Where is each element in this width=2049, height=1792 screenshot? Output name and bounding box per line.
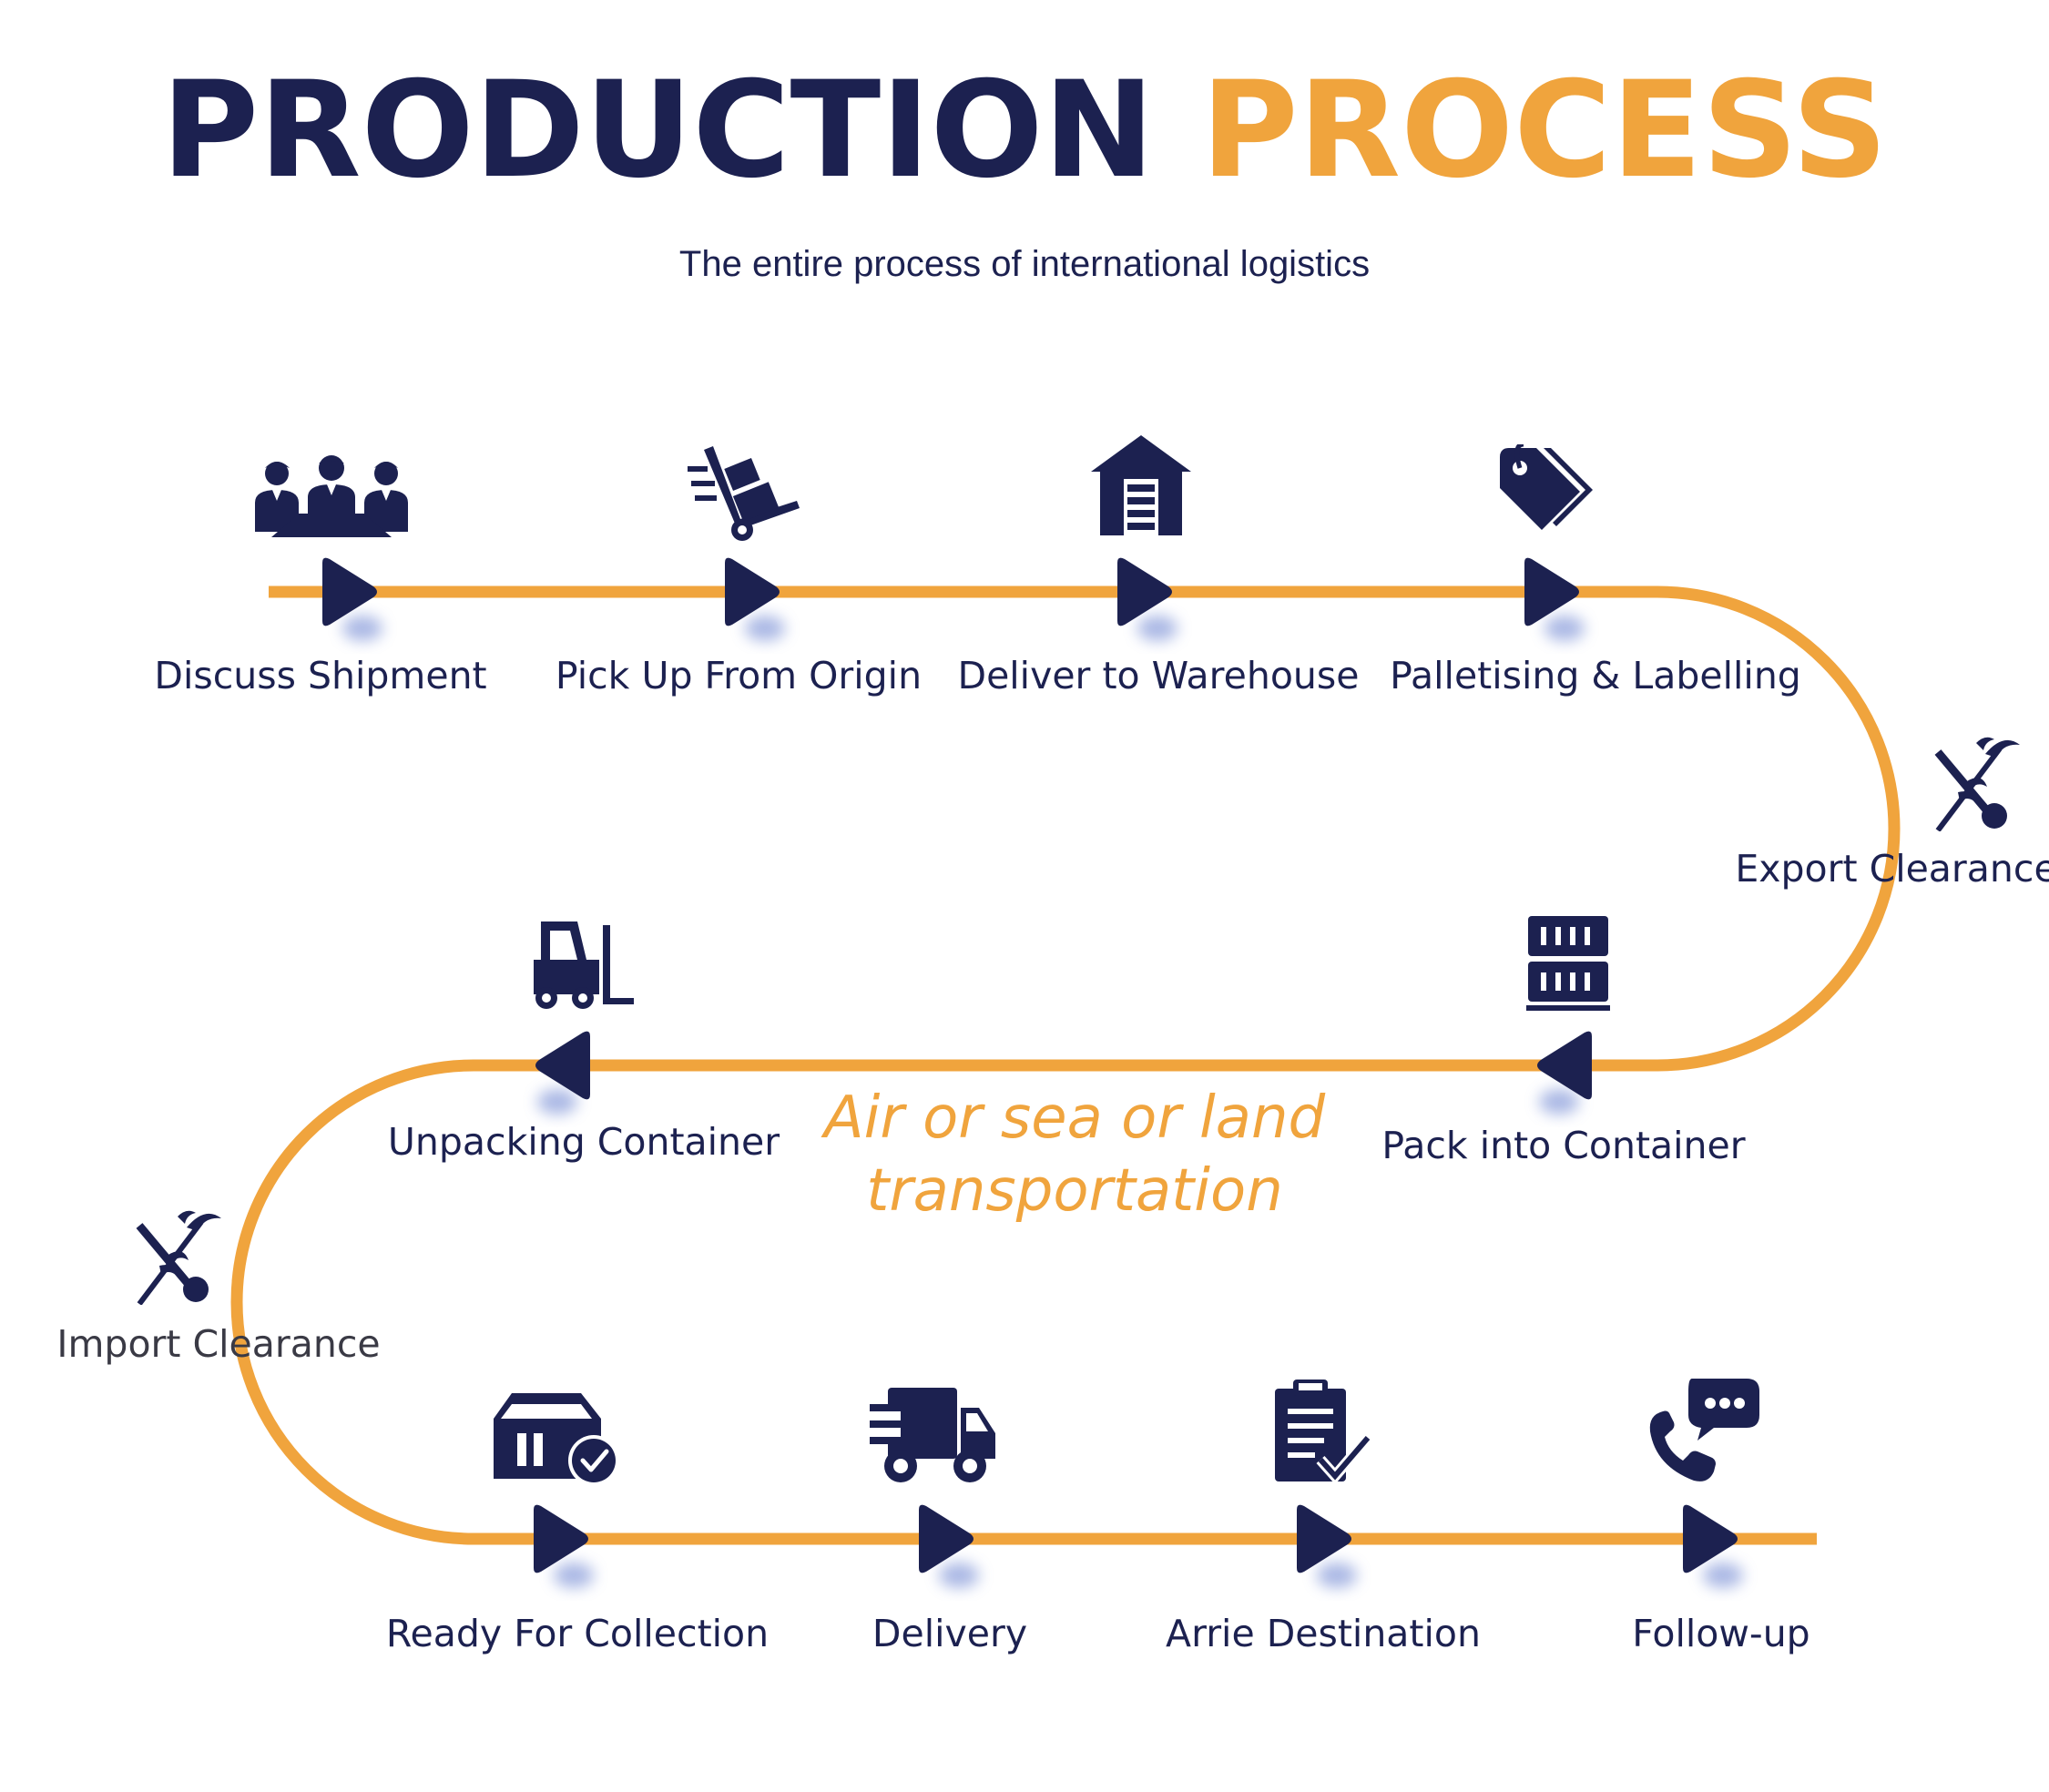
step-label-deliver-to-warehouse: Deliver to Warehouse <box>957 654 1360 697</box>
step-label-export-clearance: Export Clearance <box>1735 847 2049 891</box>
hand-truck-icon <box>688 446 800 541</box>
shipping-container-icon <box>1526 916 1610 1011</box>
page-subtitle: The entire process of international logi… <box>678 244 1371 284</box>
flow-arrow <box>919 1504 979 1588</box>
step-label-arrie-destination: Arrie Destination <box>1166 1612 1481 1655</box>
step-label-palletising-labelling: Palletising & Labelling <box>1390 654 1801 697</box>
flow-arrow <box>1297 1504 1357 1588</box>
step-label-import-clearance: Import Clearance <box>56 1322 381 1366</box>
meeting-people-icon <box>255 455 408 537</box>
step-label-unpacking-container: Unpacking Container <box>387 1120 780 1164</box>
step-label-delivery: Delivery <box>872 1612 1028 1655</box>
flow-arrow <box>725 557 785 641</box>
customs-caduceus-icon <box>1934 737 2020 831</box>
title-part-process: PROCESS <box>1200 53 1888 208</box>
flow-arrow <box>534 1504 594 1588</box>
store-check-icon <box>494 1393 619 1486</box>
flow-arrow <box>1524 557 1585 641</box>
flow-arrow <box>1683 1504 1743 1588</box>
transport-mode-line1: Air or sea or land <box>823 1084 1326 1152</box>
clipboard-check-icon <box>1275 1380 1371 1484</box>
flow-arrow <box>535 1031 590 1115</box>
forklift-icon <box>534 921 634 1009</box>
transport-mode-text: Air or sea or land transportation <box>756 1082 1393 1227</box>
step-label-follow-up: Follow-up <box>1632 1612 1810 1655</box>
price-tag-icon <box>1500 444 1593 530</box>
page-title: PRODUCTION PROCESS <box>0 64 2049 197</box>
title-part-production: PRODUCTION <box>161 53 1155 208</box>
phone-chat-icon <box>1649 1379 1759 1481</box>
flow-arrow <box>1537 1031 1592 1115</box>
step-label-ready-for-collection: Ready For Collection <box>385 1612 770 1655</box>
step-label-discuss-shipment: Discuss Shipment <box>154 654 487 697</box>
flow-arrow <box>322 557 382 641</box>
warehouse-icon <box>1091 435 1191 535</box>
customs-caduceus-icon <box>136 1210 221 1305</box>
process-path-line <box>230 585 1901 1545</box>
delivery-truck-icon <box>870 1388 995 1482</box>
transport-mode-line2: transportation <box>866 1157 1283 1225</box>
flow-arrow <box>1117 557 1177 641</box>
step-label-pack-into-container: Pack into Container <box>1381 1124 1746 1167</box>
step-label-pick-up-from-origin: Pick Up From Origin <box>555 654 923 697</box>
